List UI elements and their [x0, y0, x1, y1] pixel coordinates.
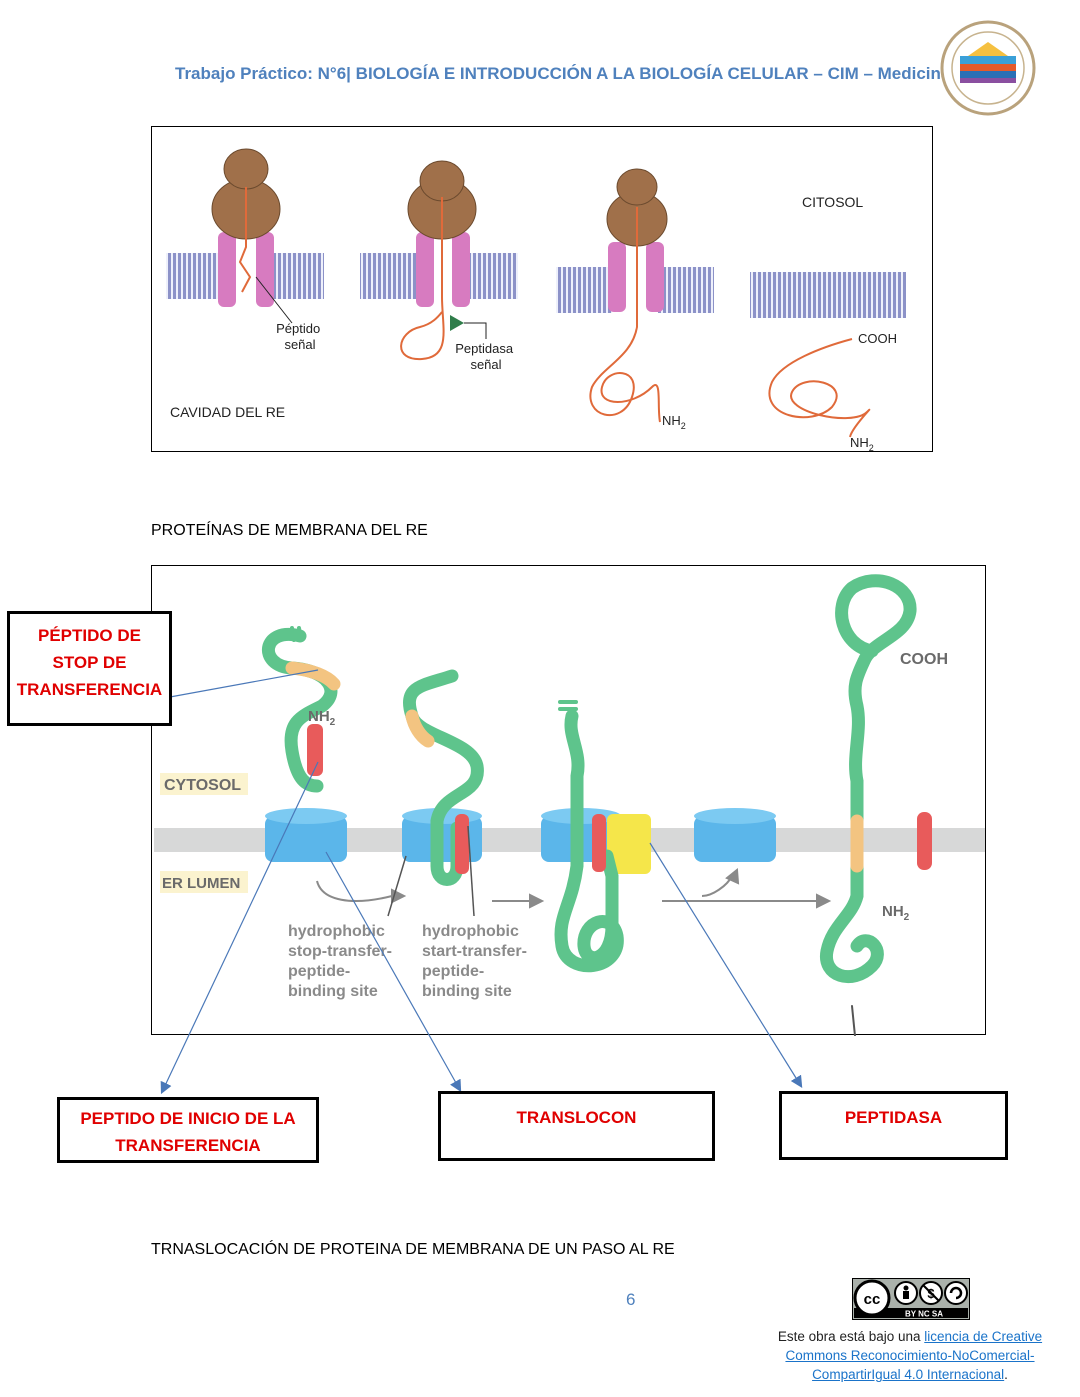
process-arrows [316, 868, 832, 909]
translocon-1 [265, 808, 347, 862]
citosol-label: CITOSOL [802, 194, 863, 210]
nh2-text: NH [308, 708, 330, 725]
cytosol-label-bg [160, 773, 248, 795]
label-stop-transfer: PÉPTIDO DE STOP DE TRANSFERENCIA [16, 626, 163, 699]
ribosome-stage-3 [589, 168, 668, 423]
nh2-subscript: 2 [681, 421, 686, 431]
sa-icon [944, 1281, 968, 1305]
label-box-start-transfer: PEPTIDO DE INICIO DE LA TRANSFERENCIA [57, 1097, 319, 1163]
figure-signal-peptide-cleavage: CITOSOL CAVIDAD DEL RE Péptido señal Pep… [151, 126, 933, 453]
nh2-label-fig2-b: NH2 [882, 903, 910, 923]
cc-by-nc-sa-badge: cc $ BY NC SA [852, 1278, 970, 1320]
stop-site-line-2: stop-transfer- [288, 943, 392, 960]
nh2-subscript: 2 [330, 717, 336, 728]
university-seal-logo [940, 20, 1036, 116]
ribosome-stage-1 [211, 148, 281, 307]
peptido-senal-line-1: Péptido [276, 321, 320, 336]
license-suffix: . [1004, 1367, 1008, 1382]
protein-stage-4 [820, 574, 932, 1037]
label-box-peptidasa: PEPTIDASA [779, 1091, 1008, 1160]
nh2-text: NH [882, 903, 904, 920]
mature-protein [768, 338, 871, 438]
er-membrane [166, 253, 906, 318]
label-peptidasa: PEPTIDASA [844, 1108, 943, 1127]
svg-text:cc: cc [864, 1291, 881, 1308]
arrow-start-transfer [160, 761, 319, 1095]
start-site-line-2: start-transfer- [422, 943, 527, 960]
signal-peptide-diagram: CITOSOL CAVIDAD DEL RE Péptido señal Pep… [166, 148, 906, 453]
stop-site-line-4: binding site [288, 983, 378, 1000]
arrow-stop-transfer [169, 669, 319, 698]
start-transfer-site-caption: hydrophobic start-transfer- peptide- bin… [422, 923, 531, 1000]
cytosol-label: CYTOSOL [164, 777, 241, 794]
protein-stage-3 [554, 700, 624, 973]
nh2-subscript: 2 [869, 443, 874, 453]
nh2-label-fig1-a: NH2 [662, 413, 686, 431]
cc-icon [853, 1279, 891, 1317]
stop-transfer-site-caption: hydrophobic stop-transfer- peptide- bind… [288, 923, 396, 1000]
ribosome-stage-2 [400, 160, 477, 361]
stop-site-line-1: hydrophobic [288, 923, 385, 940]
nh2-label-fig2-a: NH2 [308, 708, 336, 728]
pointer-peptido-senal [255, 276, 293, 324]
peptidasa-senal-line-2: señal [470, 357, 501, 372]
license-prefix: Este obra está bajo una [777, 1329, 925, 1344]
arrow-translocon [325, 851, 462, 1093]
peptidasa-senal-line-1: Peptidasa [455, 341, 514, 356]
peptido-senal-line-2: señal [284, 337, 315, 352]
nh2-text: NH [662, 413, 681, 428]
label-translocon: TRANSLOCON [516, 1108, 637, 1127]
license-notice: Este obra está bajo una licencia de Crea… [760, 1327, 1060, 1384]
translocation-diagram: CYTOSOL ER LUMEN [154, 574, 985, 1037]
label-box-translocon: TRANSLOCON [438, 1091, 715, 1161]
translocon-4 [694, 808, 776, 862]
cooh-label-fig1: COOH [858, 331, 897, 346]
signal-peptidase [607, 814, 651, 874]
document-header-title: Trabajo Práctico: N°6| BIOLOGÍA E INTROD… [175, 64, 951, 83]
protein-stage-2 [402, 669, 484, 886]
license-link[interactable]: licencia de Creative Commons Reconocimie… [785, 1329, 1043, 1382]
figure-membrane-protein-insertion: CYTOSOL ER LUMEN [151, 565, 986, 1037]
nh2-text: NH [850, 435, 869, 450]
peptidasa-senal-label: Peptidasa señal [455, 341, 516, 372]
page-number: 6 [626, 1290, 636, 1309]
section-heading-membrane-proteins: PROTEÍNAS DE MEMBRANA DEL RE [151, 522, 428, 539]
start-site-line-1: hydrophobic [422, 923, 519, 940]
protein-stage-1 [262, 626, 341, 793]
label-box-stop-transfer: PÉPTIDO DE STOP DE TRANSFERENCIA [7, 611, 172, 726]
cavidad-label: CAVIDAD DEL RE [170, 404, 285, 420]
peptido-senal-label: Péptido señal [276, 321, 324, 352]
arrow-peptidasa [649, 842, 803, 1089]
pointer-stop-site [387, 855, 407, 917]
er-lumen-label-bg [160, 871, 248, 893]
cooh-label-fig2: COOH [900, 651, 948, 668]
start-site-line-4: binding site [422, 983, 512, 1000]
er-lumen-label: ER LUMEN [162, 875, 240, 892]
pointer-peptidasa-senal [464, 322, 487, 339]
nh2-label-fig1-b: NH2 [850, 435, 874, 453]
cc-badge-text: BY NC SA [905, 1310, 943, 1319]
pointer-start-site [467, 825, 475, 917]
nh2-subscript: 2 [904, 912, 910, 923]
start-site-line-3: peptide- [422, 963, 484, 980]
stop-site-line-3: peptide- [288, 963, 350, 980]
label-start-transfer: PEPTIDO DE INICIO DE LA TRANSFERENCIA [80, 1109, 296, 1155]
section-heading-single-pass-translocation: TRNASLOCACIÓN DE PROTEINA DE MEMBRANA DE… [151, 1241, 675, 1258]
